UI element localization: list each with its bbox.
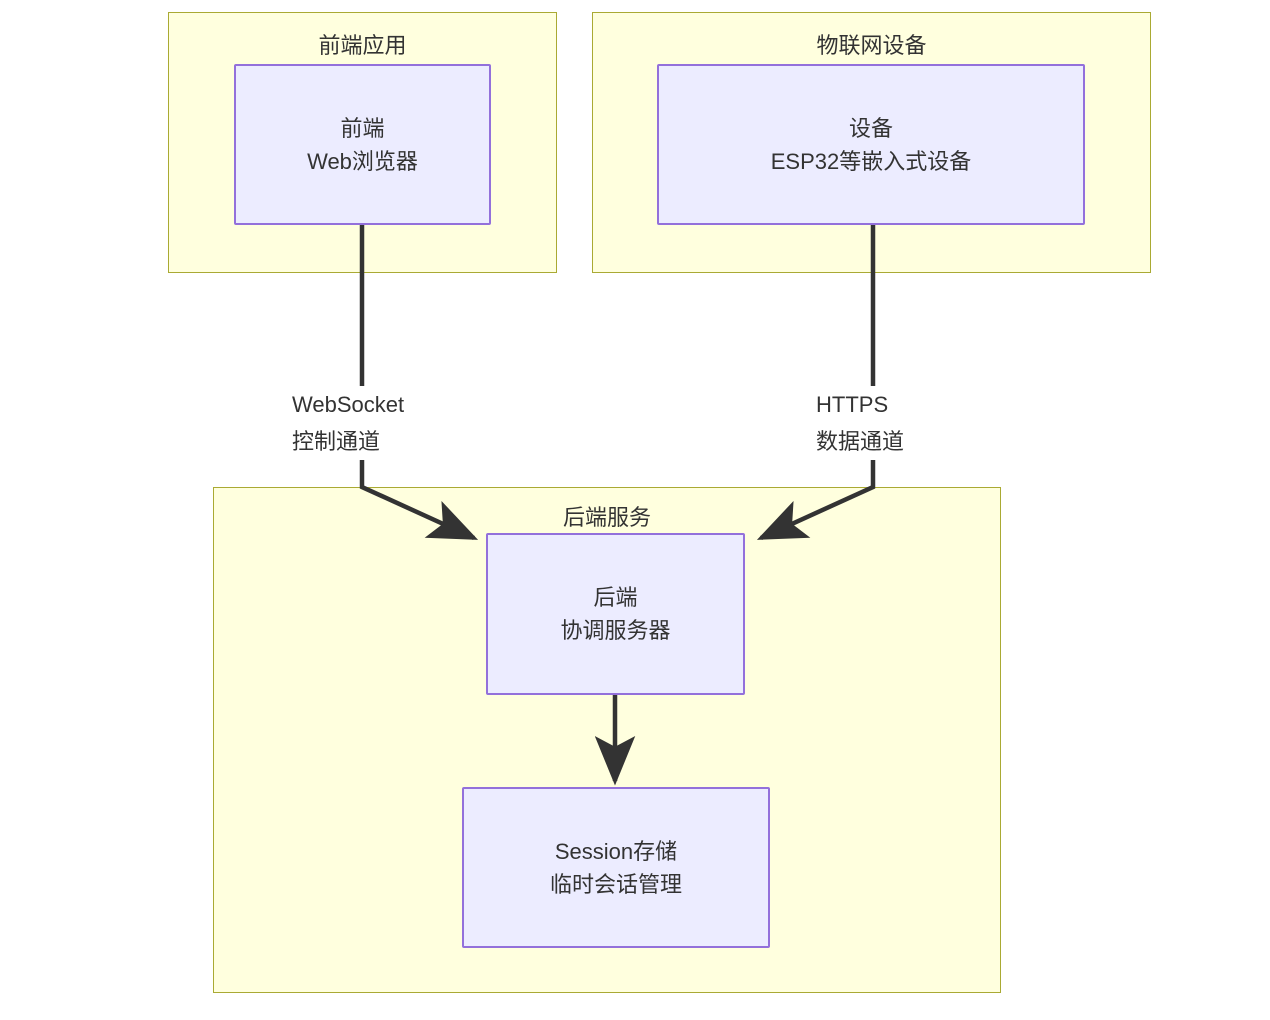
node-frontend-label-line1: 前端 [340,115,385,141]
node-session-store[interactable]: Session存储 临时会话管理 [462,787,770,948]
node-session-store-label-line1: Session存储 [554,838,678,864]
node-session-store-label-line2: 临时会话管理 [549,871,682,897]
node-device-label-line1: 设备 [848,115,893,141]
cluster-iot-devices-title: 物联网设备 [816,33,927,58]
cluster-frontend-app-title: 前端应用 [318,33,407,58]
cluster-backend-service-title: 后端服务 [562,505,651,530]
edge-label-device-to-backend-line1: HTTPS [816,392,889,417]
node-backend-label-line2: 协调服务器 [560,618,671,643]
node-backend-label-line1: 后端 [593,585,638,610]
node-frontend[interactable]: 前端 Web浏览器 [234,64,491,225]
node-device[interactable]: 设备 ESP32等嵌入式设备 [657,64,1085,225]
edge-label-device-to-backend-line2: 数据通道 [816,429,905,454]
edge-label-device-to-backend: HTTPS 数据通道 [812,386,970,460]
edge-label-frontend-to-backend-line1: WebSocket [292,392,405,417]
node-device-label-line2: ESP32等嵌入式设备 [770,148,972,174]
edge-label-frontend-to-backend-line2: 控制通道 [292,429,381,454]
node-backend[interactable]: 后端 协调服务器 [486,533,745,695]
node-frontend-label-line2: Web浏览器 [307,148,418,174]
edge-label-frontend-to-backend: WebSocket 控制通道 [288,386,446,460]
